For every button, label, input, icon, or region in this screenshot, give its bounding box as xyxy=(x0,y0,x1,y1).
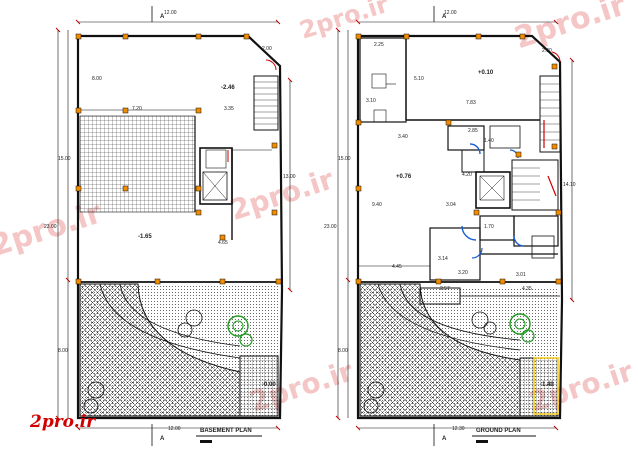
dim-301: 3.01 xyxy=(516,272,526,278)
dim-top: 12.00 xyxy=(444,10,457,16)
dim-435: 4.35 xyxy=(522,286,532,292)
dim-285: 2.85 xyxy=(468,128,478,134)
dim-right-upper: 13.00 xyxy=(283,174,296,180)
site-logo: 2pro.ir xyxy=(30,412,96,432)
level-label: +0.76 xyxy=(396,174,412,180)
ground-plan xyxy=(335,6,575,446)
dim-bottom: 12.30 xyxy=(452,426,465,432)
level-label: +0.10 xyxy=(478,70,494,76)
plan-title-ground: GROUND PLAN xyxy=(476,428,521,434)
basement-columns xyxy=(75,33,282,285)
section-marker-top: A xyxy=(442,14,447,20)
dim-420: 4.20 xyxy=(462,172,472,178)
dim-310: 3.10 xyxy=(366,98,376,104)
dim-d3: 3.35 xyxy=(224,106,234,112)
scale-bar xyxy=(476,440,488,443)
basement-labels: 12.00 2.00 23.00 15.00 8.00 13.00 8.00 7… xyxy=(44,10,296,442)
dim-940: 9.40 xyxy=(372,202,382,208)
dim-257: 2.57 xyxy=(440,286,450,292)
level-label: -2.46 xyxy=(221,85,235,91)
ground-labels: 12.00 2.00 23.00 15.00 8.00 14.10 2.25 5… xyxy=(324,10,576,442)
section-marker-bottom: A xyxy=(442,436,447,442)
ground-columns xyxy=(355,33,562,285)
dim-d1: 8.00 xyxy=(92,76,102,82)
dim-top: 12.00 xyxy=(164,10,177,16)
section-marker-bottom: A xyxy=(160,436,165,442)
dim-corner: 2.00 xyxy=(542,48,552,54)
dim-corner: 2.00 xyxy=(262,46,272,52)
dim-783: 7.83 xyxy=(466,100,476,106)
dim-304: 3.04 xyxy=(446,202,456,208)
dim-left-total: 23.00 xyxy=(44,224,57,230)
level-label: -1.40 xyxy=(540,382,554,388)
basement-plan xyxy=(55,6,293,446)
section-marker-top: A xyxy=(160,14,165,20)
dim-140: 1.40 xyxy=(484,138,494,144)
dim-d2: 7.20 xyxy=(132,106,142,112)
dim-225: 2.25 xyxy=(374,42,384,48)
dim-left-upper: 15.00 xyxy=(58,156,71,162)
dim-left-lower: 8.00 xyxy=(338,348,348,354)
dim-left-total: 23.00 xyxy=(324,224,337,230)
plan-title-basement: BASEMENT PLAN xyxy=(200,428,252,434)
dim-d4: 4.65 xyxy=(218,240,228,246)
dim-bottom: 12.00 xyxy=(168,426,181,432)
dim-510: 5.10 xyxy=(414,76,424,82)
watermark-text: 2pro.ir xyxy=(510,0,630,56)
dim-340: 3.40 xyxy=(398,134,408,140)
dim-left-upper: 15.00 xyxy=(338,156,351,162)
dim-right: 14.10 xyxy=(563,182,576,188)
level-label: -0.00 xyxy=(262,382,276,388)
dim-170: 1.70 xyxy=(484,224,494,230)
dim-left-lower: 8.00 xyxy=(58,348,68,354)
level-label: -1.65 xyxy=(138,234,152,240)
dim-320: 3.20 xyxy=(458,270,468,276)
dim-314: 3.14 xyxy=(438,256,448,262)
dim-445: 4.45 xyxy=(392,264,402,270)
scale-bar xyxy=(200,440,212,443)
